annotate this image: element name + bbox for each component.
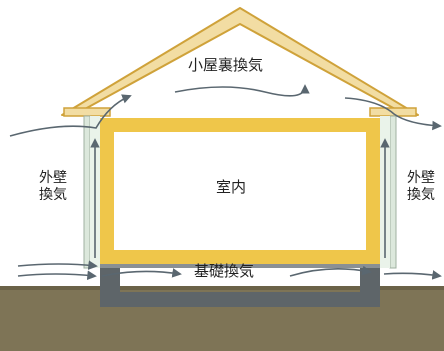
- airflow-foundation-under: [101, 268, 182, 278]
- airflow-foundation-right: [383, 270, 442, 280]
- interior-room: [114, 132, 366, 250]
- label-attic-ventilation: 小屋裏換気: [188, 56, 264, 74]
- roof: [61, 7, 419, 116]
- ground-surface: [0, 286, 444, 290]
- airflow-attic-center: [174, 84, 310, 97]
- label-interior: 室内: [216, 178, 247, 196]
- label-wall-ventilation-right: 外壁換気: [407, 170, 435, 203]
- foundation: [100, 268, 380, 307]
- foundation-slab-top: [100, 262, 380, 268]
- airflow-foundation-left: [17, 260, 98, 270]
- roof-eave-left: [63, 107, 111, 117]
- wall-right: [389, 115, 397, 269]
- label-foundation-ventilation: 基礎換気: [194, 262, 255, 280]
- wall-left: [83, 115, 91, 269]
- airflow-foundation-mid: [289, 265, 372, 277]
- label-wall-ventilation-left: 外壁換気: [39, 170, 67, 203]
- airflow-attic-right: [344, 97, 442, 131]
- airflow-attic-left: [9, 94, 132, 137]
- roof-eave-right: [369, 107, 417, 117]
- airflow-foundation-left-low: [17, 270, 97, 281]
